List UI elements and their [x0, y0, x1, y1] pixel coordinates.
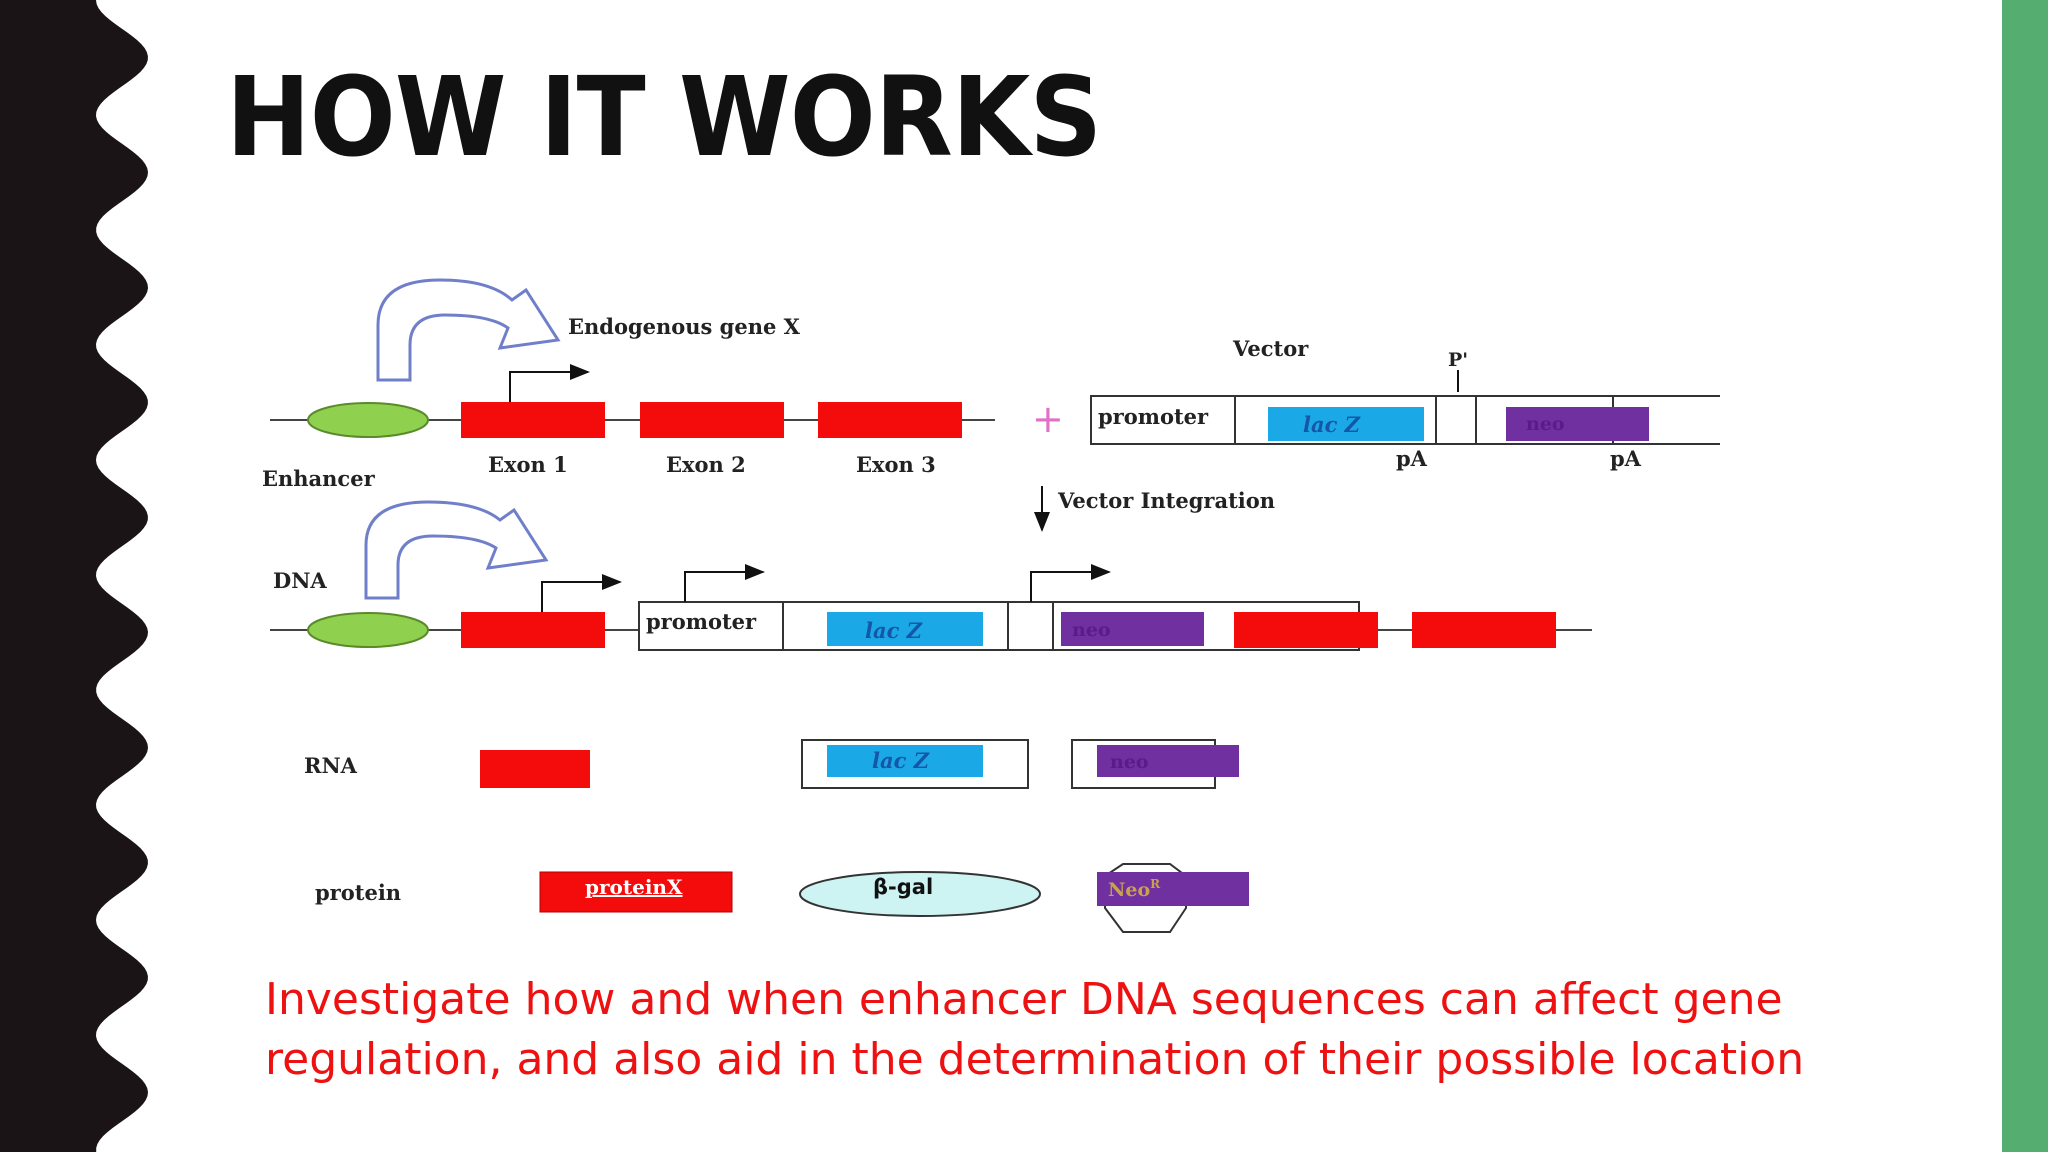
- exon-3-box: [818, 402, 962, 438]
- rna-neo-box: [1097, 745, 1239, 777]
- dna-enhancer-ellipse: [307, 612, 429, 648]
- slide-caption: Investigate how and when enhancer DNA se…: [265, 970, 1985, 1090]
- enhancer-label: Enhancer: [262, 466, 376, 491]
- vector-neo-box: [1506, 407, 1649, 441]
- rna-label: RNA: [304, 753, 358, 778]
- pa-left-label: pA: [1396, 446, 1428, 471]
- exon-1-label: Exon 1: [488, 452, 568, 477]
- dna-lacz-box: [827, 612, 983, 646]
- dna-exon-2-box: [1234, 612, 1378, 648]
- vector-label: Vector: [1232, 336, 1309, 361]
- slide-title: HOW IT WORKS: [226, 53, 1102, 181]
- dna-label: DNA: [273, 568, 327, 593]
- protein-x-label: proteinX: [585, 875, 683, 899]
- caption-line-2: regulation, and also aid in the determin…: [265, 1034, 1805, 1085]
- vector-integration-label: Vector Integration: [1057, 488, 1275, 513]
- endogenous-gene-label: Endogenous gene X: [568, 314, 801, 339]
- vector-integration-step: Vector Integration: [1034, 486, 1275, 532]
- protein-label: protein: [315, 880, 401, 905]
- dna-promoter-label: promoter: [646, 609, 757, 634]
- rna-row: RNA lac Z neo: [304, 739, 1239, 789]
- enhancer-activation-arrow-icon: [376, 278, 561, 382]
- beta-gal-label: β-gal: [873, 875, 933, 899]
- rna-lacz-label: lac Z: [872, 748, 930, 773]
- vector-lacz-label: lac Z: [1303, 412, 1361, 437]
- dna-neo-label: neo: [1072, 619, 1111, 641]
- exon-3-label: Exon 3: [856, 452, 936, 477]
- rna-lacz-box: [827, 745, 983, 777]
- dna-exon-3-box: [1412, 612, 1556, 648]
- vector-lacz-box: [1268, 407, 1424, 441]
- dna-promoter-start-arrow-icon: [684, 564, 765, 602]
- neo-resistance-box: [1097, 872, 1249, 906]
- dna-exon-1-box: [461, 612, 605, 648]
- dna-enhancer-arrow-icon: [364, 500, 549, 600]
- pa-right-label: pA: [1610, 446, 1642, 471]
- exon-2-label: Exon 2: [666, 452, 746, 477]
- exon-1-start-arrow-icon: [509, 364, 590, 402]
- gene-trap-diagram: Endogenous gene X Enhancer Exon 1 Exon 2…: [262, 278, 1720, 933]
- vector-promoter-label: promoter: [1098, 404, 1209, 429]
- green-accent-stripe: [2002, 0, 2048, 1152]
- caption-line-1: Investigate how and when enhancer DNA se…: [265, 974, 1783, 1025]
- endogenous-gene-row: Endogenous gene X Enhancer Exon 1 Exon 2…: [262, 278, 1064, 491]
- dna-lacz-label: lac Z: [865, 618, 923, 643]
- vector-neo-label: neo: [1526, 413, 1565, 435]
- protein-row: protein proteinX β-gal NeoR: [315, 863, 1249, 933]
- dna-neo-start-arrow-icon: [1030, 564, 1111, 602]
- neo-resistance-label: NeoR: [1108, 877, 1161, 901]
- exon-1-box: [461, 402, 605, 438]
- protein-x-box: [539, 871, 733, 913]
- dna-exon-1-start-arrow-icon: [541, 574, 622, 612]
- dna-neo-box: [1061, 612, 1204, 646]
- dna-row: DNA promoter lac Z neo: [270, 500, 1592, 651]
- rna-exon-box: [480, 750, 590, 788]
- plus-sign: +: [1032, 397, 1064, 441]
- rna-neo-label: neo: [1110, 751, 1149, 773]
- vector-construct: Vector P' promoter lac Z neo pA pA: [1090, 336, 1720, 471]
- exon-2-box: [640, 402, 784, 438]
- beta-gal-ellipse: [799, 871, 1041, 917]
- enhancer-ellipse: [307, 402, 429, 438]
- p-prime-label: P': [1448, 349, 1468, 371]
- wavy-left-border: [0, 0, 148, 1152]
